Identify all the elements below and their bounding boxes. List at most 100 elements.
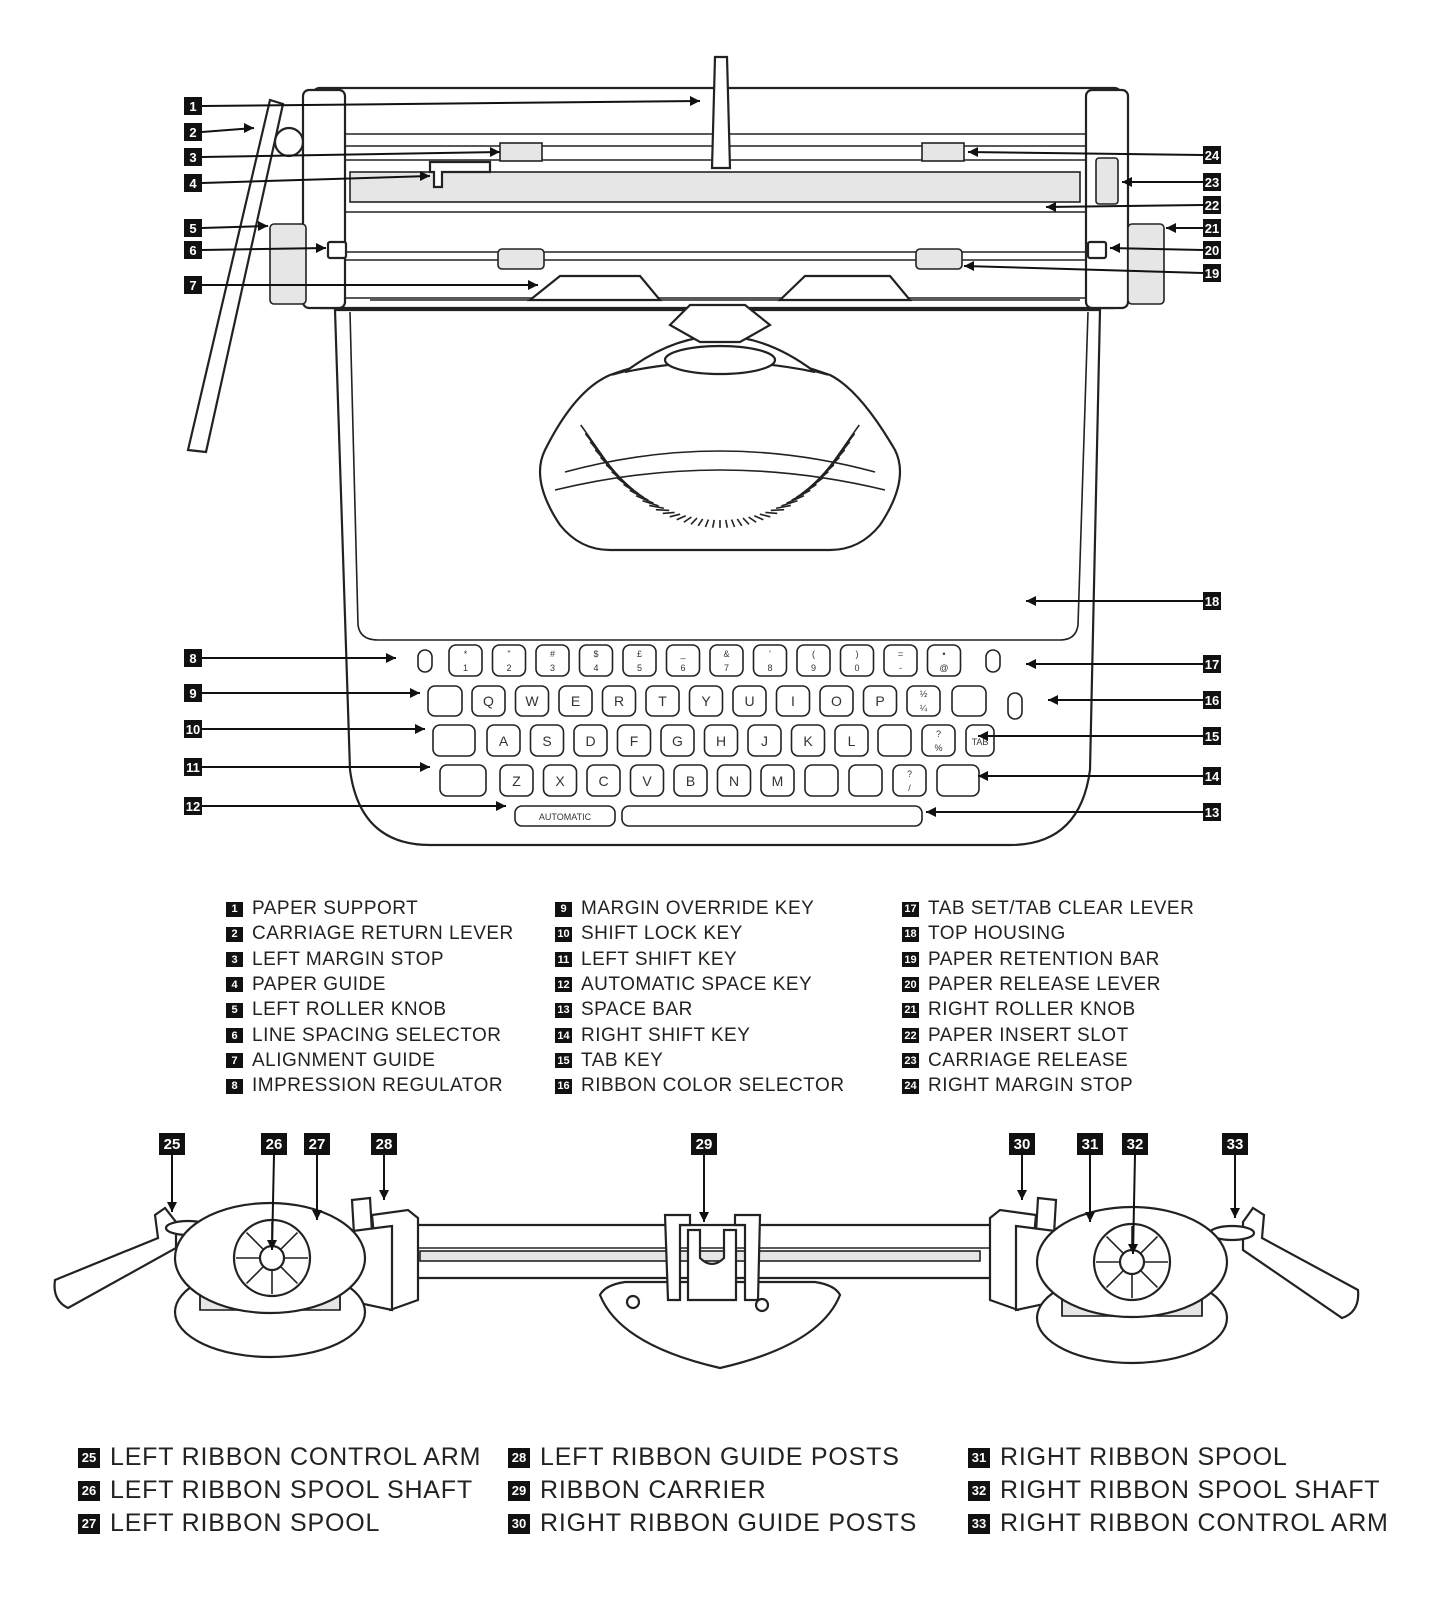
key-label: & [723,649,729,659]
space-bar[interactable] [621,805,923,827]
shift-lock-key[interactable] [432,724,476,757]
key-semicolon[interactable] [877,724,912,757]
legend-label: RIGHT RIBBON SPOOL [1000,1443,1288,1471]
key-comma[interactable] [804,764,839,797]
legend-label: RIGHT RIBBON SPOOL SHAFT [1000,1476,1381,1504]
key-T[interactable] [645,685,680,717]
key-4[interactable] [578,644,614,677]
key-R[interactable] [601,685,637,717]
badge-box [184,797,202,815]
key-E[interactable] [558,685,593,717]
legend-number: 21 [902,1002,919,1018]
legend-label: LEFT RIBBON SPOOL SHAFT [110,1476,473,1504]
key-2[interactable] [491,644,527,677]
key-Z[interactable] [499,764,534,797]
key-label: _ [679,649,686,659]
badge-box [1203,146,1221,164]
key-6[interactable] [665,644,701,677]
key-W[interactable] [514,685,550,717]
key-L[interactable] [834,724,869,757]
callout-badge-2: 2 [184,123,202,141]
key--[interactable] [883,644,918,677]
badge-box [159,1133,185,1155]
key-label: % [934,743,942,753]
right-shift-key[interactable] [936,764,980,797]
legend-number: 10 [555,926,572,942]
right-ribbon-control-arm [1241,1206,1360,1320]
left-shift-key[interactable] [439,764,487,797]
key-0[interactable] [839,644,875,677]
spool-spoke [245,1265,265,1285]
key-Q[interactable] [471,685,506,717]
badge-box [1203,655,1221,673]
typebar [704,519,710,528]
key-label: Z [512,773,521,789]
key-period[interactable] [848,764,883,797]
key-7[interactable] [709,644,744,677]
key-label: E [571,693,580,709]
key-V[interactable] [629,764,665,797]
key-O[interactable] [819,685,854,717]
key-F[interactable] [616,724,652,757]
key-1[interactable] [448,644,483,677]
key-5[interactable] [622,644,657,677]
legend-number: 14 [555,1028,572,1043]
left-ribbon-control-arm [53,1206,178,1310]
key-K[interactable] [790,724,826,757]
key-M[interactable] [760,764,795,797]
key-P[interactable] [862,685,898,717]
legend-label: LEFT RIBBON CONTROL ARM [110,1443,482,1471]
legend-label: RIGHT RIBBON GUIDE POSTS [540,1509,918,1537]
callout-badge-8: 8 [184,649,202,667]
key-H[interactable] [703,724,739,757]
key-label: J [761,733,768,749]
key-label: $ [593,649,598,659]
backspace-key[interactable] [951,685,987,717]
left-small-key[interactable] [417,649,433,673]
key-U[interactable] [732,685,767,717]
key-slash[interactable] [892,764,927,797]
key-S[interactable] [529,724,565,757]
badge-box [184,174,202,192]
legend-label: RIBBON CARRIER [540,1476,767,1504]
legend-label: LINE SPACING SELECTOR [252,1024,502,1046]
legend-number: 18 [902,926,919,942]
ribbon-color-selector[interactable] [1007,692,1023,720]
badge-box [184,148,202,166]
spool-spoke [279,1265,299,1285]
key-9[interactable] [796,644,831,677]
key-G[interactable] [660,724,695,757]
badge-number: 15 [1205,729,1219,744]
key-X[interactable] [542,764,578,797]
key-3[interactable] [535,644,570,677]
badge-number: 24 [1205,148,1220,163]
legend-number: 16 [555,1078,572,1094]
key-Y[interactable] [688,685,724,717]
automatic-space-key[interactable] [514,805,616,827]
key-D[interactable] [573,724,608,757]
tab-set-key[interactable] [985,649,1001,673]
key-N[interactable] [716,764,752,797]
callout-badge-5: 5 [184,219,202,237]
key-J[interactable] [747,724,782,757]
badge-box [1203,219,1221,237]
key-percent[interactable] [921,724,956,757]
key-A[interactable] [486,724,521,757]
right-roller-knob [1127,223,1165,305]
key-B[interactable] [673,764,708,797]
key-I[interactable] [775,685,811,717]
margin-override-key[interactable] [427,685,463,717]
key-8[interactable] [752,644,788,677]
key-C[interactable] [586,764,621,797]
key-half-quarter[interactable] [906,685,941,717]
key-@[interactable] [926,644,962,677]
left-roller-knob [269,223,307,305]
badge-number: 26 [266,1136,283,1153]
